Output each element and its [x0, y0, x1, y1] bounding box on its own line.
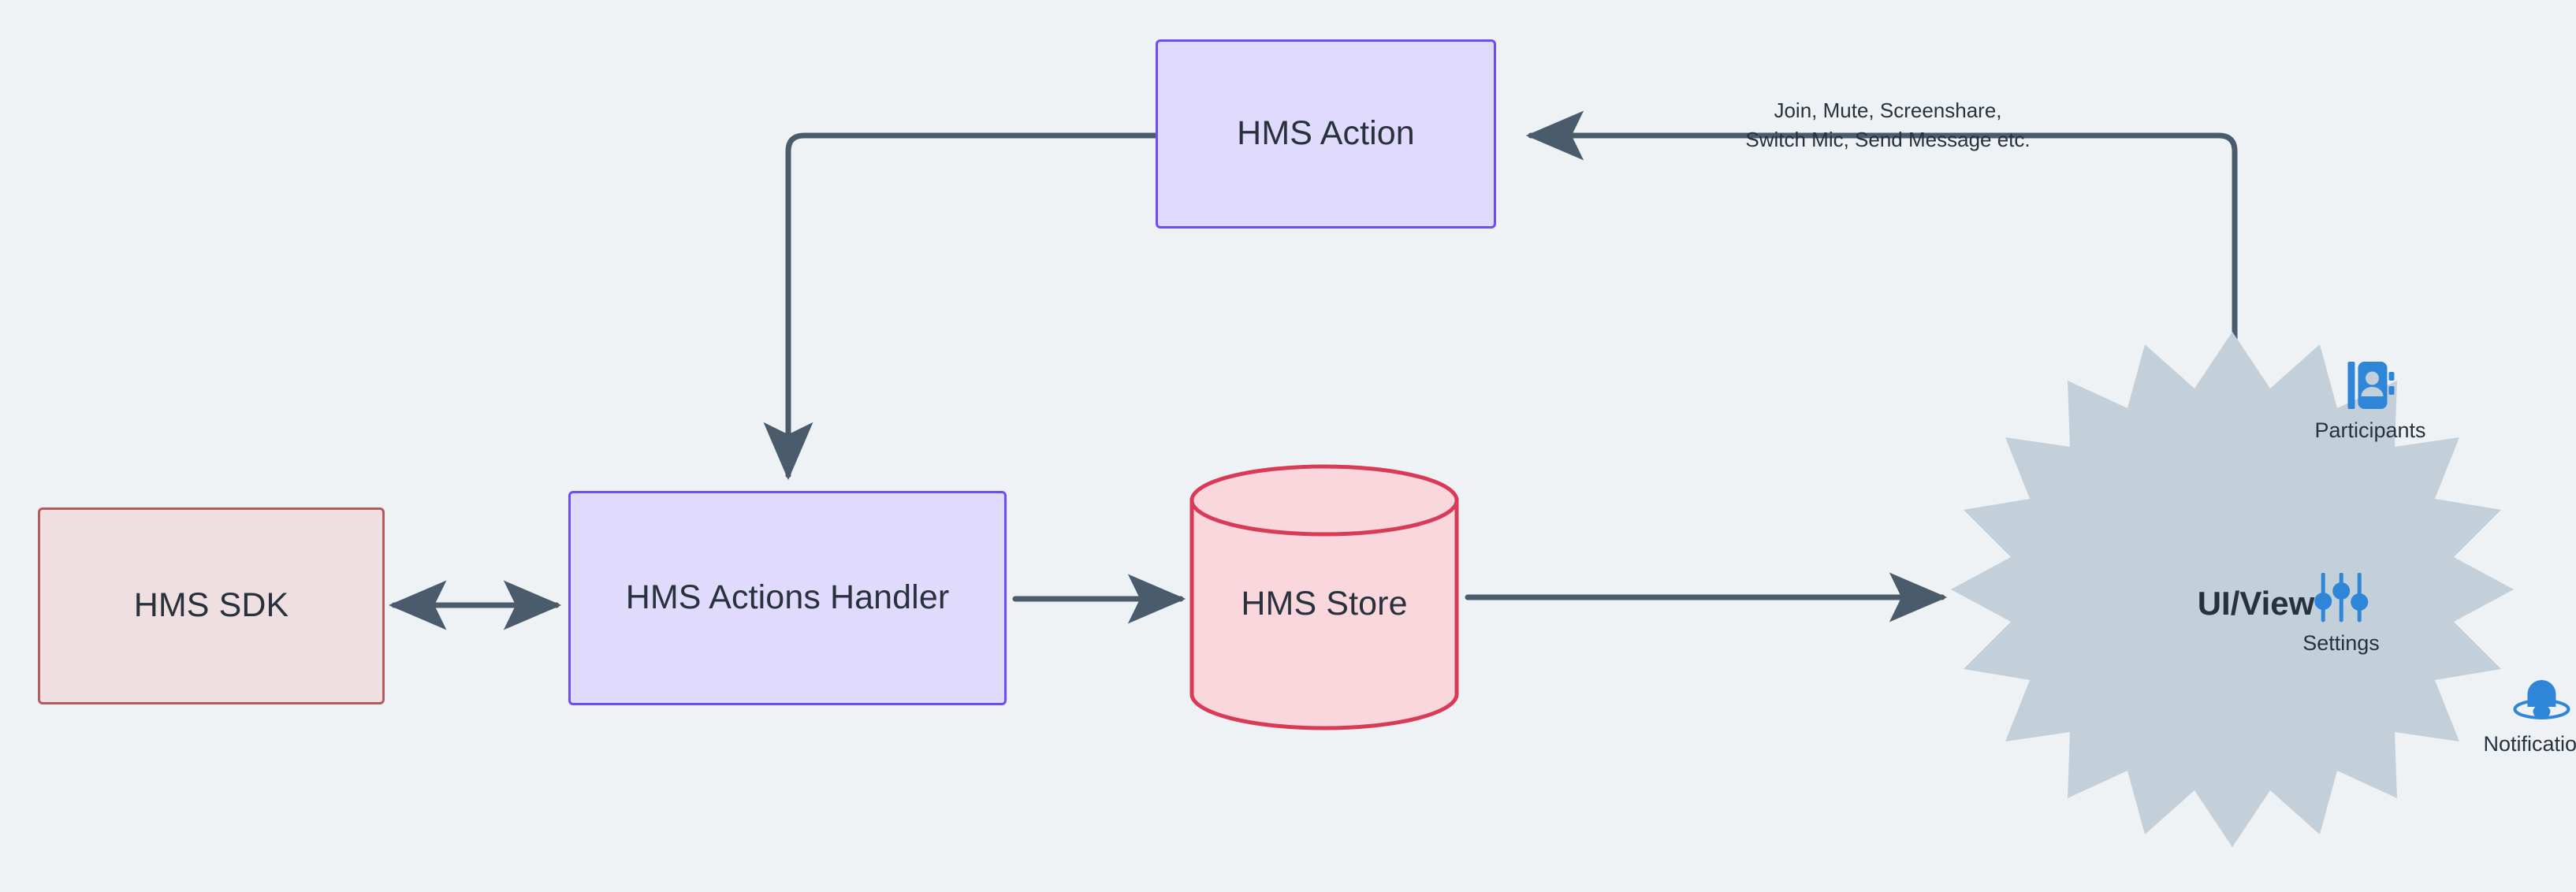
node-ui-view[interactable]: UI/View Participants — [1921, 327, 2576, 884]
bell-icon — [2511, 674, 2571, 726]
node-hms-store-label: HMS Store — [1241, 585, 1408, 623]
node-hms-store[interactable]: HMS Store — [1189, 463, 1460, 731]
ui-item-settings-label: Settings — [2302, 631, 2380, 655]
ui-item-notifications-label: Notifications — [2483, 732, 2576, 756]
contacts-book-icon — [2343, 359, 2397, 412]
starburst-shape — [1921, 327, 2544, 884]
edge-label-actions: Join, Mute, Screenshare, Switch Mic, Sen… — [1745, 98, 2031, 151]
node-hms-actions-handler-label: HMS Actions Handler — [625, 578, 950, 617]
node-hms-action[interactable]: HMS Action — [1156, 39, 1496, 229]
ui-view-title: UI/View — [2197, 585, 2315, 622]
node-hms-actions-handler[interactable]: HMS Actions Handler — [568, 491, 1007, 705]
edge-hmsaction-to-handler — [763, 132, 1159, 481]
sliders-icon — [2313, 572, 2369, 625]
node-hms-action-label: HMS Action — [1237, 114, 1415, 153]
ui-item-participants[interactable]: Participants — [2314, 359, 2426, 443]
ui-item-participants-label: Participants — [2314, 418, 2426, 442]
ui-item-settings[interactable]: Settings — [2302, 572, 2380, 656]
cylinder-shape — [1189, 463, 1460, 731]
node-hms-sdk-label: HMS SDK — [133, 586, 289, 625]
node-hms-sdk[interactable]: HMS SDK — [38, 507, 385, 704]
ui-item-notifications[interactable]: Notifications — [2483, 674, 2576, 756]
